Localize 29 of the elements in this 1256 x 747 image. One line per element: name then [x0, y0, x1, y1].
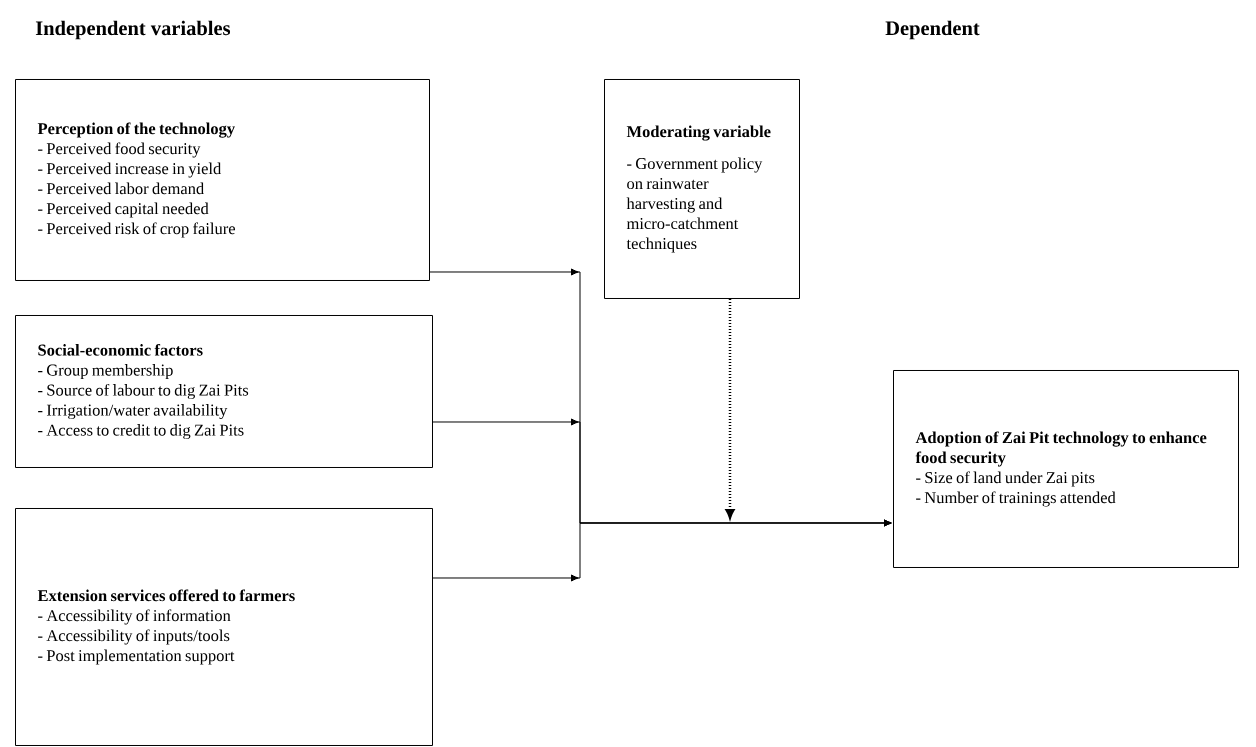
body-text: - Government policy on rainwater harvesting and micro-catchment techniques: [626, 157, 763, 253]
variable-box: [893, 370, 1239, 568]
list-item: - Post implementation support: [38, 649, 235, 665]
list-item: - Group membership: [38, 364, 173, 380]
box-heading: Adoption of Zai Pit technology to enhance food security: [915, 431, 1207, 467]
column-heading: Independent variables: [35, 20, 231, 40]
list-item: - Perceived capital needed: [38, 202, 209, 218]
variable-box: [15, 315, 433, 468]
list-item: - Number of trainings attended: [916, 491, 1116, 507]
list-item: - Source of labour to dig Zai Pits: [38, 383, 249, 400]
box-heading: Extension services offered to farmers: [37, 589, 295, 602]
list-item: - Size of land under Zai pits: [916, 471, 1095, 487]
box-heading: Moderating variable: [626, 125, 771, 141]
dotted-arrow: [725, 299, 735, 519]
arrow: [432, 519, 892, 582]
variable-box: [15, 79, 430, 281]
box-heading: Social-economic factors: [38, 343, 203, 356]
list-item: - Access to credit to dig Zai Pits: [38, 424, 244, 440]
list-item: - Accessibility of inputs/tools: [38, 629, 230, 645]
variable-box: [604, 79, 800, 299]
variable-box: [15, 508, 433, 746]
list-item: - Accessibility of information: [38, 609, 231, 625]
list-item: - Irrigation/water availability: [38, 404, 228, 420]
list-item: - Perceived food security: [38, 142, 201, 158]
box-heading: Perception of the technology: [37, 122, 235, 138]
list-item: - Perceived labor demand: [38, 182, 204, 195]
list-item: - Perceived risk of crop failure: [38, 222, 235, 238]
column-heading: Dependent: [885, 20, 980, 40]
list-item: - Perceived increase in yield: [38, 162, 222, 178]
